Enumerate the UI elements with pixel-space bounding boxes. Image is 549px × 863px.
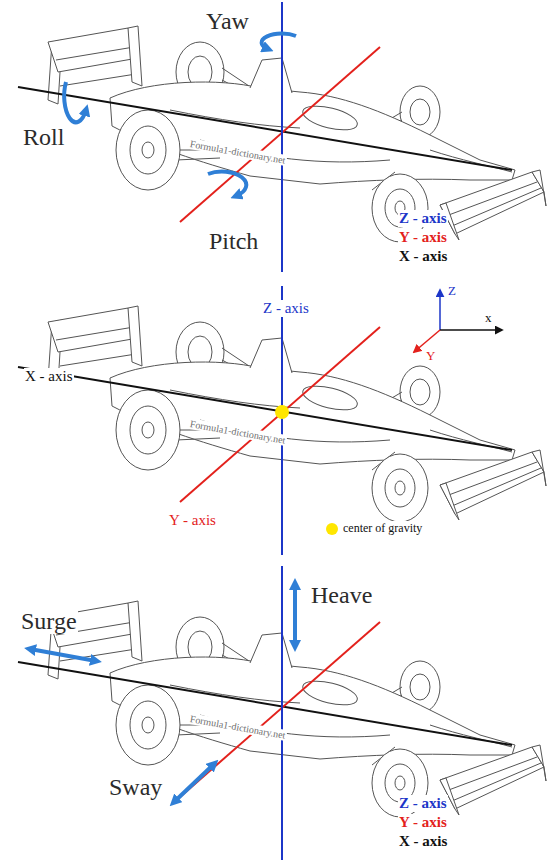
motion-label: Pitch	[208, 228, 259, 254]
y-axis-line	[180, 327, 380, 502]
axis-legend-label: Z - axis	[398, 210, 448, 227]
heave-arrow	[293, 584, 297, 646]
x-axis-line	[18, 367, 512, 450]
y-axis-line	[180, 47, 380, 222]
surge-arrow	[30, 649, 96, 661]
motion-label: Surge	[20, 608, 78, 634]
x-axis-line	[18, 87, 512, 170]
roll-arrow	[64, 82, 86, 122]
x-axis-line	[18, 662, 512, 745]
axis-legend-label: Y - axis	[398, 229, 448, 246]
legend-swatch	[326, 523, 338, 535]
z-axis-line	[281, 286, 283, 555]
axis-label: X - axis	[24, 368, 74, 385]
center-of-gravity-dot	[275, 405, 289, 419]
motion-label: Heave	[310, 582, 373, 608]
mini-axis-label: x	[484, 311, 493, 325]
z-axis-line	[281, 2, 283, 272]
axis-legend-label: X - axis	[398, 833, 448, 850]
motion-label: Roll	[22, 124, 65, 150]
mini-z-arrow	[439, 290, 441, 330]
motion-label: Sway	[108, 774, 163, 800]
mini-axis-label: Y	[425, 349, 436, 363]
axis-legend-label: Y - axis	[398, 814, 448, 831]
y-axis-line	[180, 622, 380, 797]
watermark: Formula1-dictionary.net	[188, 713, 287, 741]
legend-text: center of gravity	[343, 521, 422, 536]
mini-axis-label: Z	[447, 284, 457, 298]
mini-x-arrow	[440, 329, 502, 331]
motion-label: Yaw	[205, 8, 250, 34]
pitch-arrow	[208, 172, 246, 196]
sway-arrow	[174, 764, 214, 802]
axis-legend-label: X - axis	[398, 248, 448, 265]
axis-label: Y - axis	[168, 512, 217, 529]
axis-label: Z - axis	[262, 300, 310, 317]
z-axis-line	[281, 566, 283, 860]
yaw-arrow	[262, 34, 296, 49]
axis-legend-label: Z - axis	[398, 795, 448, 812]
legend-entry: center of gravity	[326, 521, 422, 536]
watermark: Formula1-dictionary.net	[188, 138, 287, 166]
watermark: Formula1-dictionary.net	[188, 418, 287, 446]
